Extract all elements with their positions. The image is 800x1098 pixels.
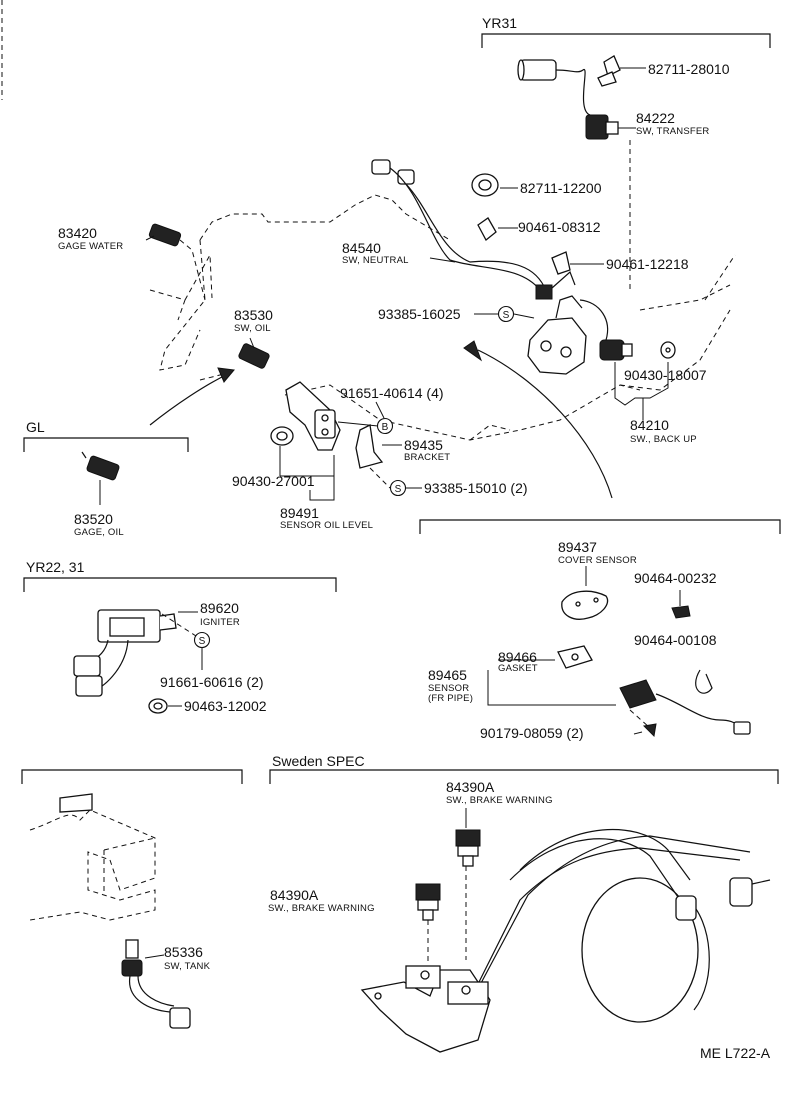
svg-text:S: S xyxy=(503,310,510,321)
label-83520: 83520 xyxy=(74,511,113,527)
desc-89465: SENSOR xyxy=(428,683,469,694)
clip-82711-28010 xyxy=(597,55,621,87)
clamp-82711-12200 xyxy=(471,173,499,197)
sensor-section-bracket xyxy=(419,519,781,534)
section-gl: GL xyxy=(23,419,189,452)
desc-89466: GASKET xyxy=(498,663,538,674)
label-89620: 89620 xyxy=(200,600,239,616)
backup-switch-part xyxy=(599,339,633,361)
gl-label: GL xyxy=(26,419,45,435)
neutral-switch-harness xyxy=(371,159,576,300)
clip-90461-08312 xyxy=(477,217,497,241)
yr22-31-label: YR22, 31 xyxy=(26,559,85,575)
desc-83530: SW, OIL xyxy=(234,323,271,334)
yr31-bracket xyxy=(481,33,771,48)
clip-90461-12218 xyxy=(551,251,571,275)
desc-89435: BRACKET xyxy=(404,452,450,463)
oil-gage-part xyxy=(81,451,120,481)
yr22-31-bracket xyxy=(23,577,337,592)
label-90430-27001: 90430-27001 xyxy=(232,473,315,489)
label-90430-18007: 90430-18007 xyxy=(624,367,707,383)
label-90461-08312: 90461-08312 xyxy=(518,219,601,235)
switch-transfer-part xyxy=(585,114,619,140)
label-84222: 84222 xyxy=(636,110,675,126)
label-83420: 83420 xyxy=(58,225,97,241)
assembly-arrows xyxy=(149,340,613,499)
desc-89491: SENSOR OIL LEVEL xyxy=(280,520,373,531)
label-90464-00108: 90464-00108 xyxy=(634,632,717,648)
s-mark-2 xyxy=(389,479,407,497)
desc2-89465: (FR PIPE) xyxy=(428,693,473,704)
tank-switch-part xyxy=(121,939,191,1029)
desc-84210: SW., BACK UP xyxy=(630,434,697,445)
label-84390A-top: 84390A xyxy=(446,779,495,795)
diagram-code: ME L722-A xyxy=(700,1045,771,1061)
desc-84390A-left: SW., BRAKE WARNING xyxy=(268,903,375,914)
label-82711-12200: 82711-12200 xyxy=(520,180,602,196)
igniter-part xyxy=(73,609,177,697)
label-84540: 84540 xyxy=(342,240,381,256)
label-89435: 89435 xyxy=(404,437,443,453)
grommet-90463-12002 xyxy=(148,698,168,714)
label-90461-12218: 90461-12218 xyxy=(606,256,689,272)
label-91661-60616: 91661-60616 (2) xyxy=(160,674,264,690)
brake-booster-outline xyxy=(469,828,771,1023)
desc-85336: SW, TANK xyxy=(164,961,211,972)
label-89465: 89465 xyxy=(428,667,467,683)
transfer-housing-part xyxy=(527,295,609,375)
desc-84390A-top: SW., BRAKE WARNING xyxy=(446,795,553,806)
brake-junction-block xyxy=(360,965,491,1053)
engine-outline xyxy=(149,194,736,441)
label-93385-16025: 93385-16025 xyxy=(378,306,461,322)
label-89491: 89491 xyxy=(280,505,319,521)
gl-bracket xyxy=(23,437,189,452)
clamp-90464-00108 xyxy=(695,669,713,694)
svg-text:B: B xyxy=(382,422,389,433)
desc-84222: SW, TRANSFER xyxy=(636,126,709,137)
label-90179-08059: 90179-08059 (2) xyxy=(480,725,584,741)
washer-90430-18007 xyxy=(660,341,676,359)
svg-text:S: S xyxy=(199,636,206,647)
desc-84540: SW, NEUTRAL xyxy=(342,255,409,266)
gasket-89466-part xyxy=(557,645,593,669)
label-91651-40614: 91651-40614 (4) xyxy=(340,385,444,401)
desc-83520: GAGE, OIL xyxy=(74,527,124,538)
label-83530: 83530 xyxy=(234,307,273,323)
label-90463-12002: 90463-12002 xyxy=(184,698,267,714)
desc-89620: IGNITER xyxy=(200,617,240,628)
label-89437: 89437 xyxy=(558,539,597,555)
label-85336: 85336 xyxy=(164,944,203,960)
sensor-fr-pipe-part xyxy=(619,679,751,735)
section-yr22-31: YR22, 31 xyxy=(23,559,337,592)
tank-outline xyxy=(29,793,156,921)
brake-warning-switch-top xyxy=(455,829,481,867)
s-mark-3 xyxy=(193,631,211,649)
svg-text:S: S xyxy=(395,484,402,495)
water-gage-part xyxy=(148,223,206,301)
s-mark-1 xyxy=(497,305,515,323)
oil-switch-part xyxy=(238,343,270,369)
label-82711-28010: 82711-28010 xyxy=(648,61,730,77)
sweden-label: Sweden SPEC xyxy=(272,753,365,769)
label-89466: 89466 xyxy=(498,649,537,665)
desc-83420: GAGE WATER xyxy=(58,241,123,252)
label-84210: 84210 xyxy=(630,417,669,433)
bracket-89435-part xyxy=(355,424,384,469)
section-yr31: YR31 xyxy=(481,15,771,48)
brake-warning-switch-left xyxy=(415,883,441,921)
yr31-label: YR31 xyxy=(482,15,517,31)
sweden-bracket xyxy=(269,769,779,784)
cover-sensor-part xyxy=(561,590,609,620)
desc-89437: COVER SENSOR xyxy=(558,555,637,566)
sensor-oil-level-part xyxy=(270,381,341,451)
clip-90464-00232 xyxy=(671,605,691,619)
section-sweden: Sweden SPEC xyxy=(269,753,779,784)
label-84390A-left: 84390A xyxy=(270,887,319,903)
label-93385-15010: 93385-15010 (2) xyxy=(424,480,528,496)
tank-section-bracket xyxy=(21,769,243,784)
sensor-plug-part xyxy=(517,59,591,116)
label-90464-00232: 90464-00232 xyxy=(634,570,717,586)
